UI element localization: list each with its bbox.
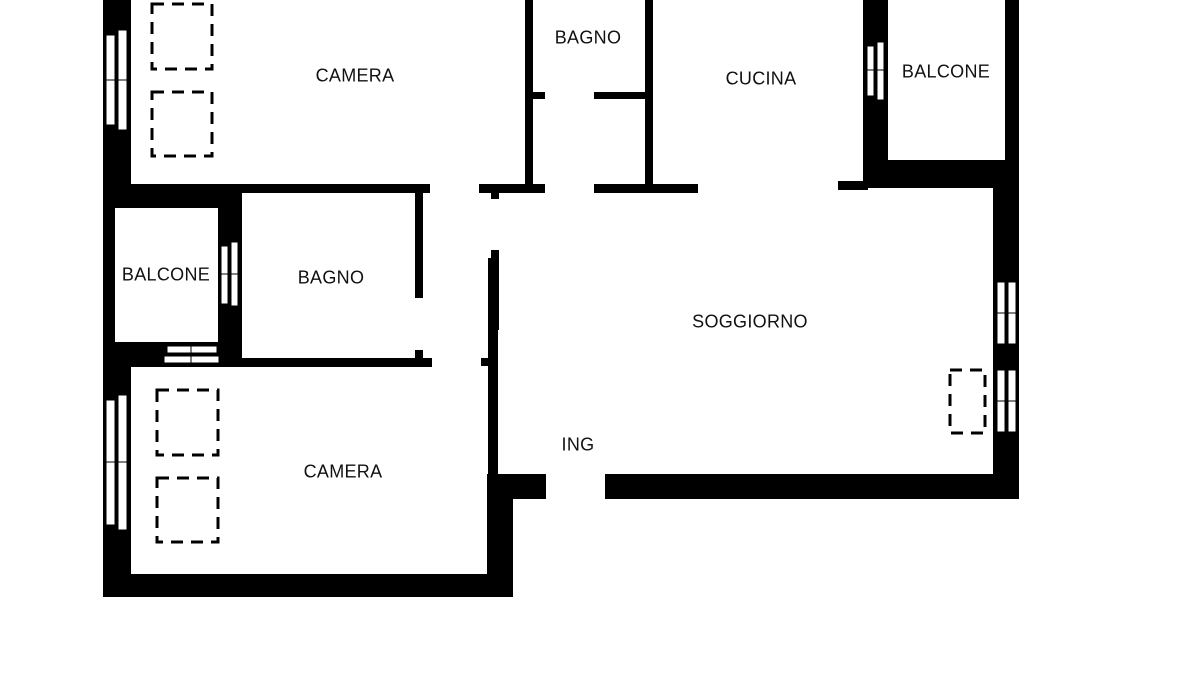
window-left-bottom <box>105 394 128 531</box>
wall-hall-top-right <box>594 184 698 193</box>
room-label-soggiorno: SOGGIORNO <box>692 311 808 332</box>
camera-bottom-floor <box>131 367 487 574</box>
wall-camera-bottom-top2 <box>131 358 432 367</box>
wall-kitchen-stub <box>838 181 868 190</box>
room-label-ingresso: ING <box>561 434 595 455</box>
window-left-top <box>105 29 128 131</box>
bed-icon <box>150 90 214 158</box>
room-label-balcone-right: BALCONE <box>901 61 991 82</box>
room-label-balcone-left: BALCONE <box>121 264 211 285</box>
window-balcone-left-bottom <box>163 345 220 364</box>
bed-icon <box>155 476 220 544</box>
bed-icon <box>150 2 214 71</box>
table-icon <box>948 368 987 435</box>
wall-stub <box>481 358 491 366</box>
room-label-camera-bottom: CAMERA <box>303 461 383 482</box>
windows <box>105 29 1017 531</box>
wall-bagno-top-left <box>525 0 533 188</box>
wall-bagno-left-right <box>415 193 423 298</box>
wall-balcony-bottom <box>863 160 1019 188</box>
room-label-bagno-left: BAGNO <box>297 267 365 288</box>
bagno-left-floor <box>242 193 415 358</box>
window-soggiorno <box>996 281 1017 433</box>
window-balcone-left <box>220 241 239 307</box>
wall-bagno-top-mid-left <box>533 92 545 99</box>
wall-camera-top-bottom <box>131 184 430 193</box>
wall-bagno-top-mid-right <box>594 92 653 99</box>
balcone-left-floor <box>115 208 218 342</box>
balcone-right-floor <box>888 0 1005 160</box>
room-label-bagno-top: BAGNO <box>554 27 622 48</box>
wall-balcony-right <box>1005 0 1019 188</box>
wall-stub <box>491 193 499 199</box>
room-label-cucina: CUCINA <box>725 68 797 89</box>
bed-icon <box>155 388 220 457</box>
wall-bottom-camera <box>103 574 513 597</box>
window-balcone-right <box>866 41 885 101</box>
furniture <box>150 2 987 544</box>
wall-corridor <box>488 258 498 474</box>
wall-entrance-left <box>487 474 546 499</box>
wall-hall-top-left <box>479 184 545 193</box>
wall-stub <box>415 350 423 358</box>
room-label-camera-top: CAMERA <box>315 65 395 86</box>
wall-entrance-right <box>605 474 1019 499</box>
